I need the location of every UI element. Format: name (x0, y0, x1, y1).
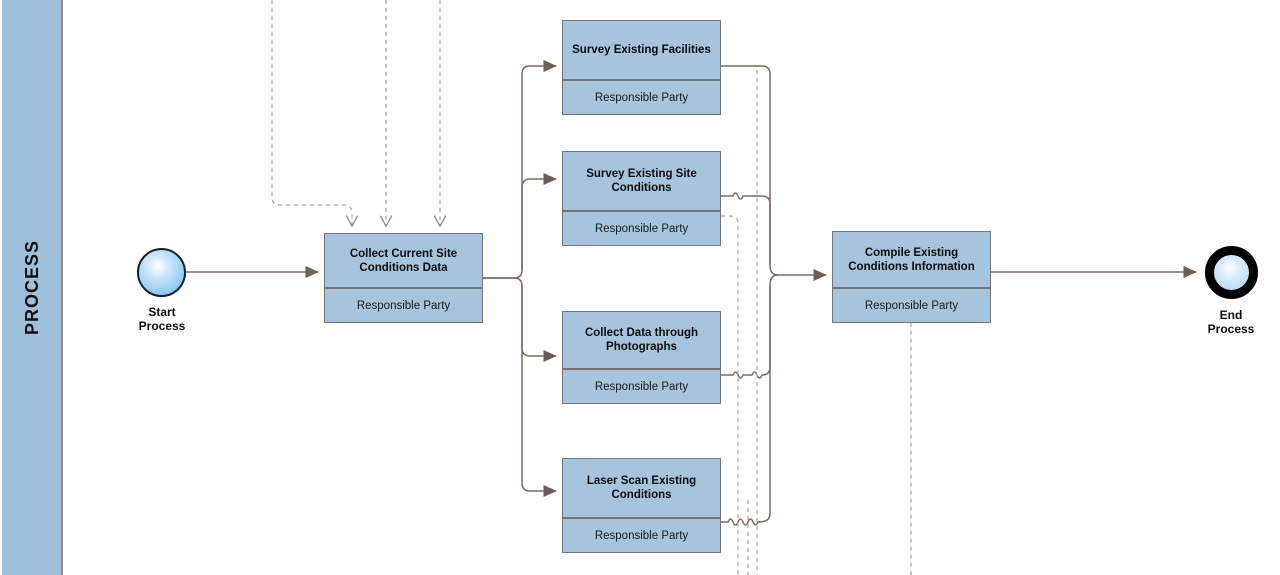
task-compile-existing-conditions-information[interactable]: Compile Existing Conditions Information … (832, 231, 991, 323)
flow-merge-stem-lower (769, 274, 779, 286)
dashed-flow-site-conditions-down (721, 215, 739, 575)
flow-merge-survey-facilities (721, 65, 771, 265)
flow-to-laser-scan (521, 286, 557, 497)
flow-to-collect-photographs (521, 286, 557, 362)
task-title: Compile Existing Conditions Information (848, 246, 975, 273)
flow-merge-stem-upper (769, 264, 827, 281)
lane-label-wrapper: PROCESS (2, 0, 63, 575)
task-title: Survey Existing Facilities (572, 44, 711, 56)
flow-to-survey-site-conditions (521, 173, 557, 270)
flow-to-survey-facilities (521, 60, 557, 270)
task-role: Responsible Party (563, 210, 720, 245)
task-role: Responsible Party (833, 287, 990, 322)
task-survey-existing-facilities[interactable]: Survey Existing Facilities Responsible P… (562, 20, 721, 115)
task-role: Responsible Party (563, 517, 720, 552)
pool-lane-process: PROCESS (2, 0, 63, 575)
flow-merge-laser-scan (721, 285, 771, 526)
end-event-label: End Process (1207, 308, 1255, 336)
task-collect-data-through-photographs[interactable]: Collect Data through Photographs Respons… (562, 311, 721, 404)
end-event[interactable] (1205, 246, 1258, 299)
lane-label-text: PROCESS (22, 239, 42, 336)
task-role: Responsible Party (325, 287, 482, 322)
task-title: Laser Scan Existing Conditions (586, 475, 697, 501)
task-role: Responsible Party (563, 368, 720, 403)
dashed-flow-offpage-left (271, 0, 359, 228)
flow-merge-survey-site-conditions (721, 192, 771, 265)
task-title: Collect Current Site Conditions Data (349, 247, 458, 274)
task-collect-current-site-conditions-data[interactable]: Collect Current Site Conditions Data Res… (324, 233, 483, 323)
task-title: Survey Existing Site Conditions (586, 168, 697, 194)
task-role: Responsible Party (563, 79, 720, 114)
task-survey-existing-site-conditions[interactable]: Survey Existing Site Conditions Responsi… (562, 151, 721, 246)
flow-split-stem-upper (483, 269, 523, 279)
flow-merge-collect-photographs (721, 285, 771, 379)
start-event[interactable] (137, 248, 186, 297)
task-laser-scan-existing-conditions[interactable]: Laser Scan Existing Conditions Responsib… (562, 458, 721, 553)
task-title: Collect Data through Photographs (584, 327, 699, 353)
flow-split-stem-lower (483, 277, 523, 287)
start-event-label: Start Process (138, 305, 186, 333)
